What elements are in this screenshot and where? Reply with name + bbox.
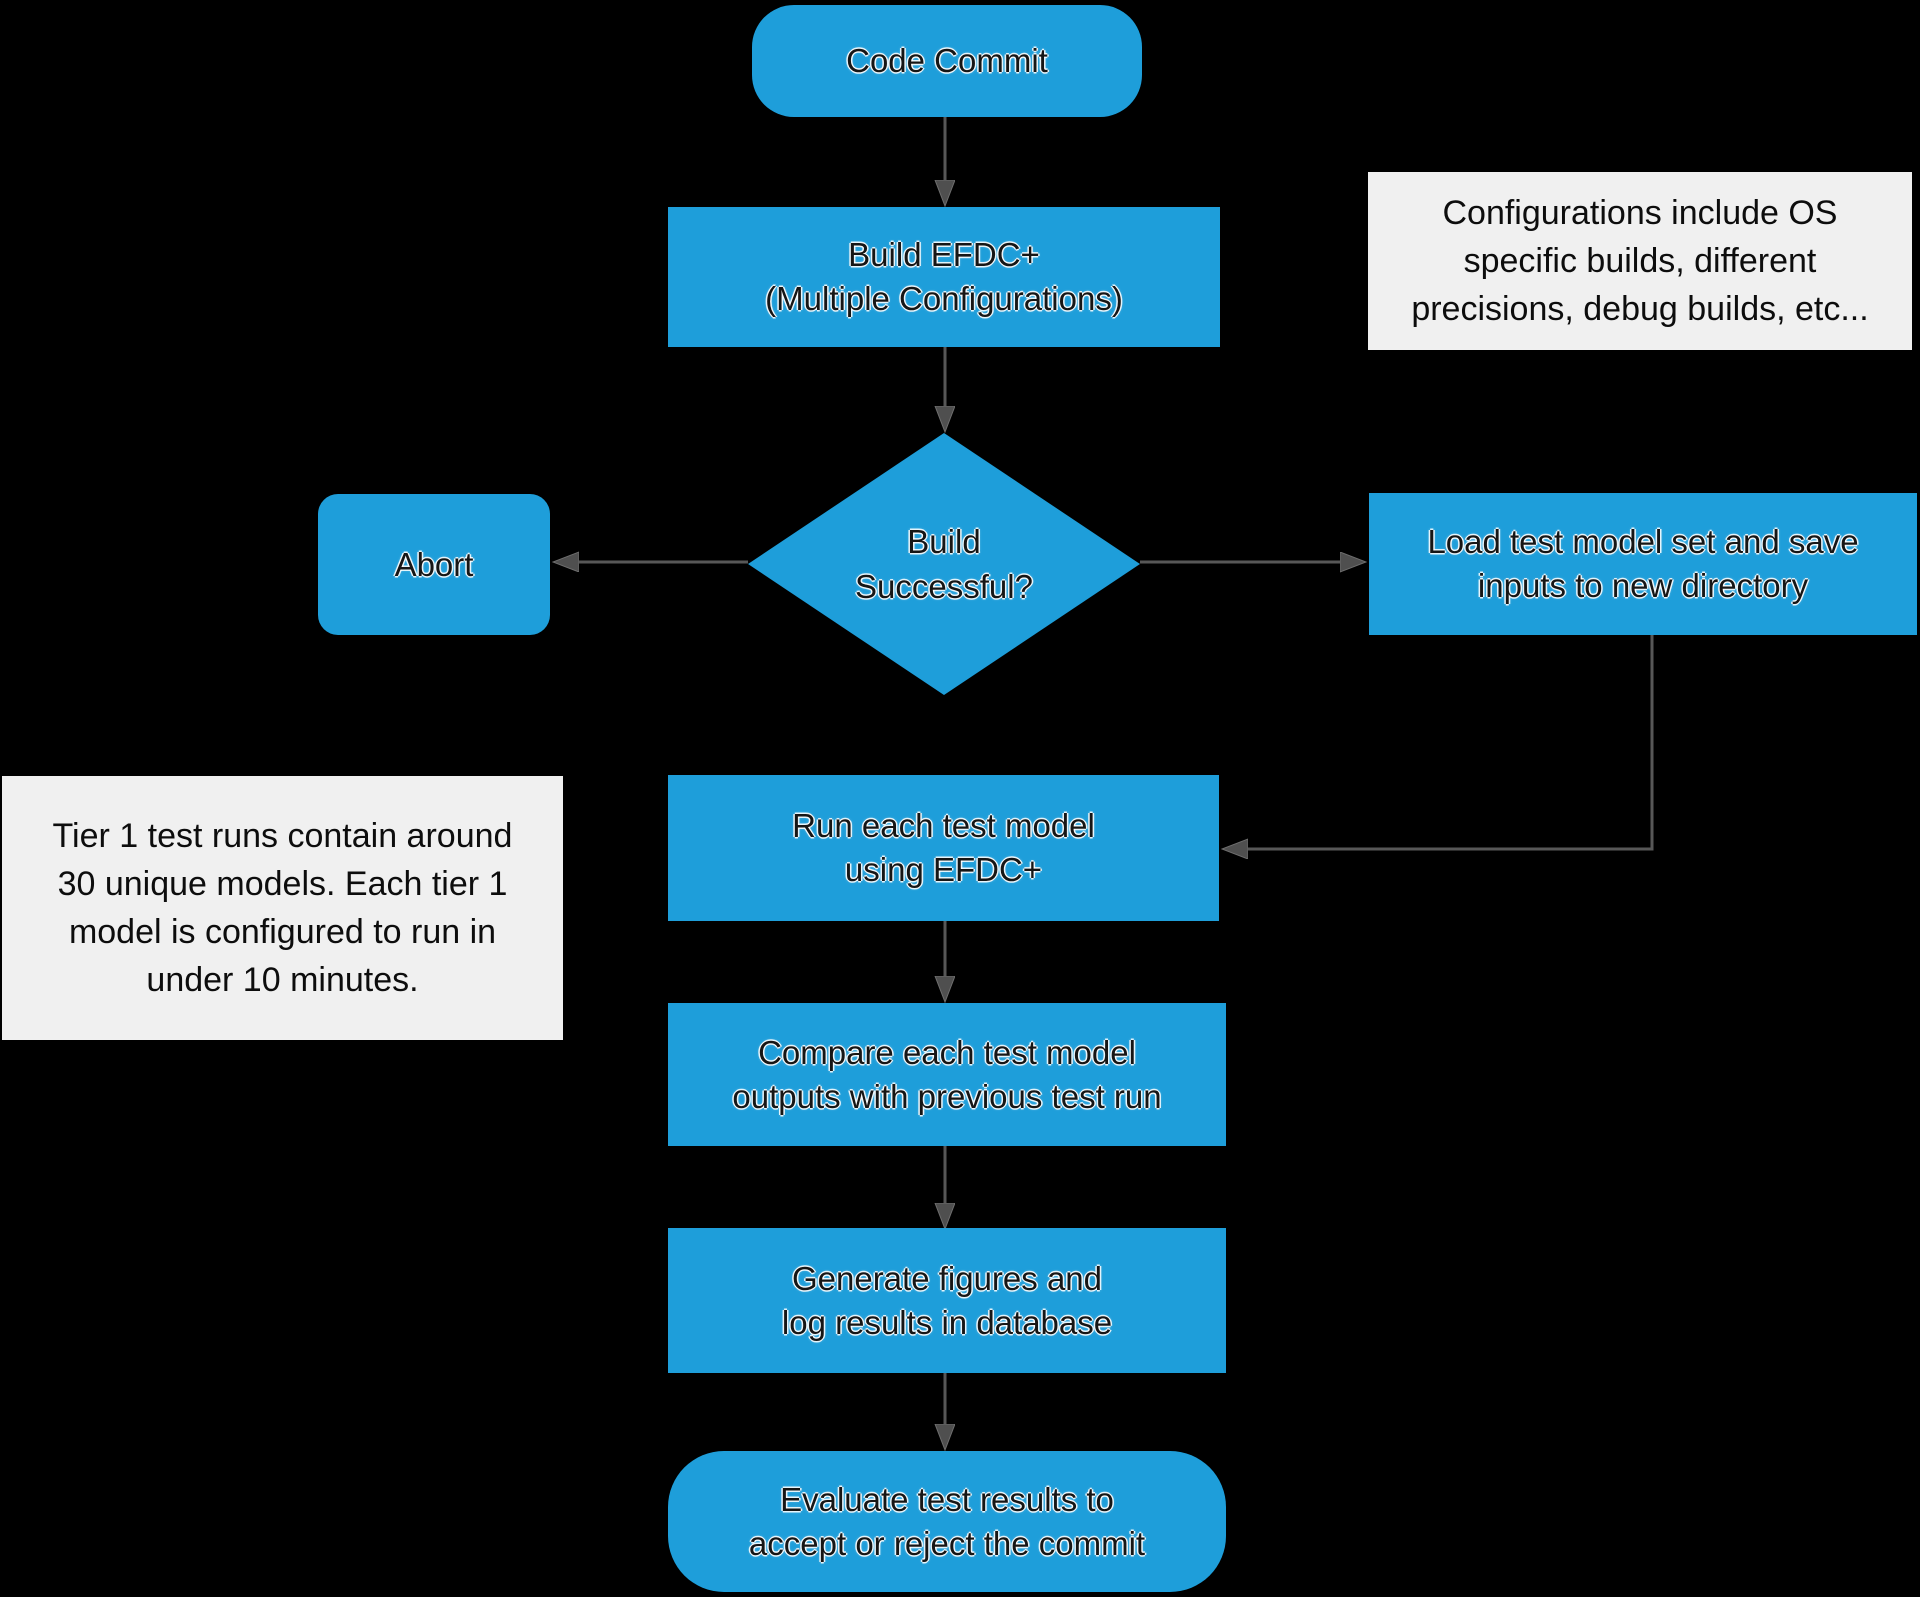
node-abort: Abort xyxy=(318,494,550,635)
node-decision-build-successful: Build Successful? xyxy=(748,433,1140,695)
node-build-efdc-line2: (Multiple Configurations) xyxy=(765,280,1123,317)
node-code-commit: Code Commit xyxy=(752,5,1142,117)
node-evaluate-results-line1: Evaluate test results to xyxy=(780,1480,1114,1518)
note-tier1: Tier 1 test runs contain around 30 uniqu… xyxy=(2,776,563,1040)
node-compare-outputs-line2: outputs with previous test run xyxy=(732,1077,1162,1115)
node-compare-outputs: Compare each test model outputs with pre… xyxy=(668,1003,1226,1146)
note-tier1-line1: Tier 1 test runs contain around xyxy=(52,817,513,855)
node-generate-figures-line1: Generate figures and xyxy=(791,1259,1103,1297)
arrow-load-to-run-elbow xyxy=(1225,635,1654,849)
node-abort-label: Abort xyxy=(394,545,474,583)
node-load-test-models-line2: inputs to new directory xyxy=(1477,567,1809,604)
node-run-test-models: Run each test model using EFDC+ xyxy=(668,775,1219,921)
node-generate-figures-line2: log results in database xyxy=(781,1303,1113,1341)
node-code-commit-label: Code Commit xyxy=(846,42,1048,79)
node-load-test-models: Load test model set and save inputs to n… xyxy=(1369,493,1917,635)
note-configurations-line3: precisions, debug builds, etc... xyxy=(1411,290,1869,328)
note-configurations-line1: Configurations include OS xyxy=(1442,194,1838,232)
node-evaluate-results-line2: accept or reject the commit xyxy=(748,1524,1146,1562)
note-tier1-line4: under 10 minutes. xyxy=(146,961,419,999)
node-decision-line2: Successful? xyxy=(855,568,1033,605)
node-generate-figures: Generate figures and log results in data… xyxy=(668,1228,1226,1373)
node-build-efdc-line1: Build EFDC+ xyxy=(848,236,1040,273)
node-build-efdc: Build EFDC+ (Multiple Configurations) xyxy=(668,207,1220,347)
node-decision-line1: Build xyxy=(907,523,981,560)
node-load-test-models-line1: Load test model set and save xyxy=(1427,523,1859,560)
node-run-test-models-line2: using EFDC+ xyxy=(844,851,1043,888)
note-tier1-line2: 30 unique models. Each tier 1 xyxy=(57,865,508,903)
node-evaluate-results: Evaluate test results to accept or rejec… xyxy=(668,1451,1226,1592)
note-configurations-line2: specific builds, different xyxy=(1463,242,1817,280)
node-run-test-models-line1: Run each test model xyxy=(792,807,1095,844)
note-configurations: Configurations include OS specific build… xyxy=(1368,172,1912,350)
node-compare-outputs-line1: Compare each test model xyxy=(758,1033,1136,1071)
note-tier1-line3: model is configured to run in xyxy=(68,913,497,951)
